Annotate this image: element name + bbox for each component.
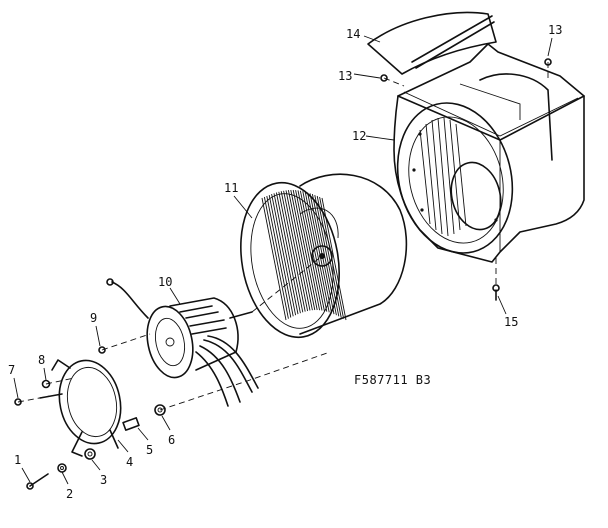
callout-13a: 13 — [338, 69, 352, 83]
callout-14: 14 — [346, 27, 360, 41]
cutoff-plate — [367, 11, 497, 75]
wheel-blade — [292, 189, 318, 311]
wheel-blade — [268, 195, 294, 317]
assembly-lines — [17, 62, 549, 411]
motor-mount — [39, 359, 122, 457]
wheel-blade — [295, 190, 321, 311]
wheel-blade — [273, 193, 299, 315]
wheel-blade — [290, 189, 316, 311]
callout-7: 7 — [8, 363, 15, 377]
hardware-screw-13a — [380, 74, 388, 82]
blower-wheel — [240, 173, 408, 339]
wheel-blade — [297, 190, 323, 311]
callout-6: 6 — [168, 433, 175, 447]
callout-9: 9 — [90, 311, 97, 325]
wheel-blade — [280, 191, 306, 312]
callout-10: 10 — [158, 275, 172, 289]
wheel-blade — [314, 195, 340, 317]
wheel-blade — [278, 191, 304, 313]
hardware-washer-8 — [41, 379, 51, 389]
callout-15: 15 — [504, 315, 518, 329]
callout-13b: 13 — [548, 23, 562, 37]
callout-1: 1 — [14, 453, 21, 467]
diagram-code: F587711 B3 — [354, 373, 431, 387]
callout-11: 11 — [224, 181, 238, 195]
wheel-blade — [316, 195, 342, 318]
wheel-blade — [321, 197, 347, 321]
callout-2: 2 — [66, 487, 73, 501]
wheel-blade — [285, 190, 311, 311]
callout-8: 8 — [38, 353, 45, 367]
wheel-blade — [261, 197, 287, 321]
hardware-grommet-3 — [84, 448, 96, 460]
wheel-blade — [263, 196, 289, 319]
wheel-blade — [283, 190, 309, 312]
blower-housing — [393, 43, 585, 263]
motor — [106, 278, 259, 407]
callout-12: 12 — [352, 129, 366, 143]
hardware-screw-15 — [492, 284, 500, 301]
callout-4: 4 — [126, 455, 133, 469]
hardware-bolt-1 — [26, 473, 49, 490]
hardware-washer-2 — [57, 463, 67, 473]
wheel-blade — [266, 195, 292, 318]
wheel-blade — [271, 194, 297, 316]
hardware-screw-7 — [14, 398, 22, 406]
hardware-nut-6 — [154, 404, 166, 416]
hardware-screw-9 — [98, 346, 106, 354]
hardware-spacer-5 — [122, 417, 140, 431]
wheel-blade — [287, 190, 313, 311]
wheel-blade — [304, 191, 330, 313]
callout-5: 5 — [146, 443, 153, 457]
wheel-blade — [275, 192, 301, 314]
wheel-blade — [302, 191, 328, 312]
callout-leaders — [13, 35, 553, 485]
callout-3: 3 — [100, 473, 107, 487]
wheel-blade — [307, 192, 333, 314]
